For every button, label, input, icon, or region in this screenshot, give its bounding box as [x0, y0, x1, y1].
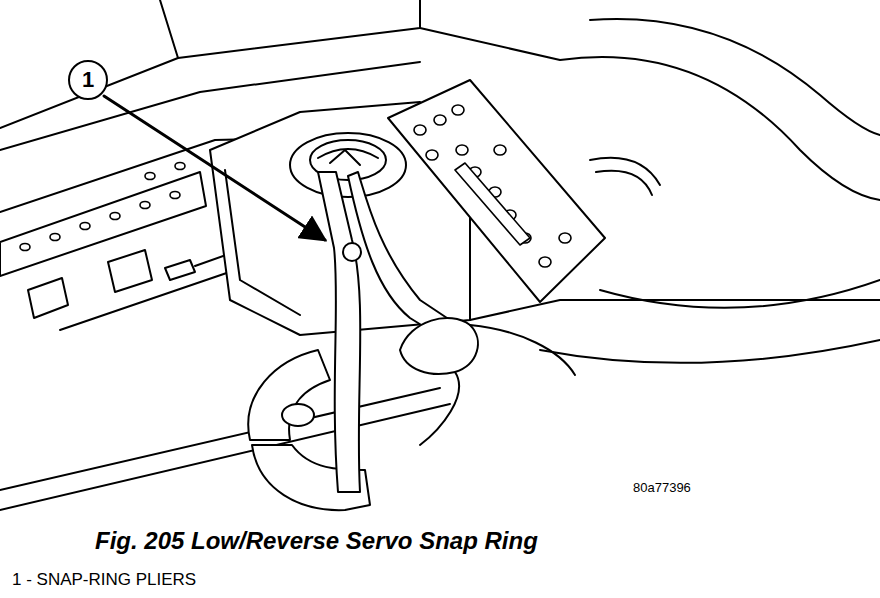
snap-ring-pliers: [318, 172, 360, 492]
connector: [28, 278, 68, 318]
housing-edge: [470, 300, 880, 320]
rail: [0, 404, 450, 510]
servo-bore: [290, 133, 406, 197]
housing-edge: [590, 19, 880, 135]
hand: [248, 350, 330, 440]
housing-edge: [540, 340, 880, 363]
pliers-pivot: [343, 243, 361, 261]
hand: [420, 325, 575, 445]
housing-edge: [600, 280, 880, 308]
rail: [0, 388, 440, 490]
callout-number: 1: [82, 69, 94, 91]
fingertip: [282, 404, 314, 426]
snap-ring-gap: [330, 150, 360, 165]
legend-text: 1 - SNAP-RING PLIERS: [12, 570, 196, 590]
housing-edge: [60, 265, 250, 330]
sensor: [165, 260, 195, 280]
housing-edge: [0, 58, 178, 128]
leader-arrow: [104, 96, 325, 240]
figure-caption: Fig. 205 Low/Reverse Servo Snap Ring: [95, 527, 538, 555]
thumb: [400, 318, 478, 374]
valve-body-plate: [388, 80, 605, 302]
housing-edge: [225, 170, 300, 315]
housing-top: [160, 0, 420, 58]
wire: [590, 158, 660, 195]
left-plate: [0, 172, 206, 276]
figure-id: 80a77396: [633, 480, 691, 495]
connector: [108, 250, 152, 292]
callout-circle: 1: [68, 60, 108, 100]
